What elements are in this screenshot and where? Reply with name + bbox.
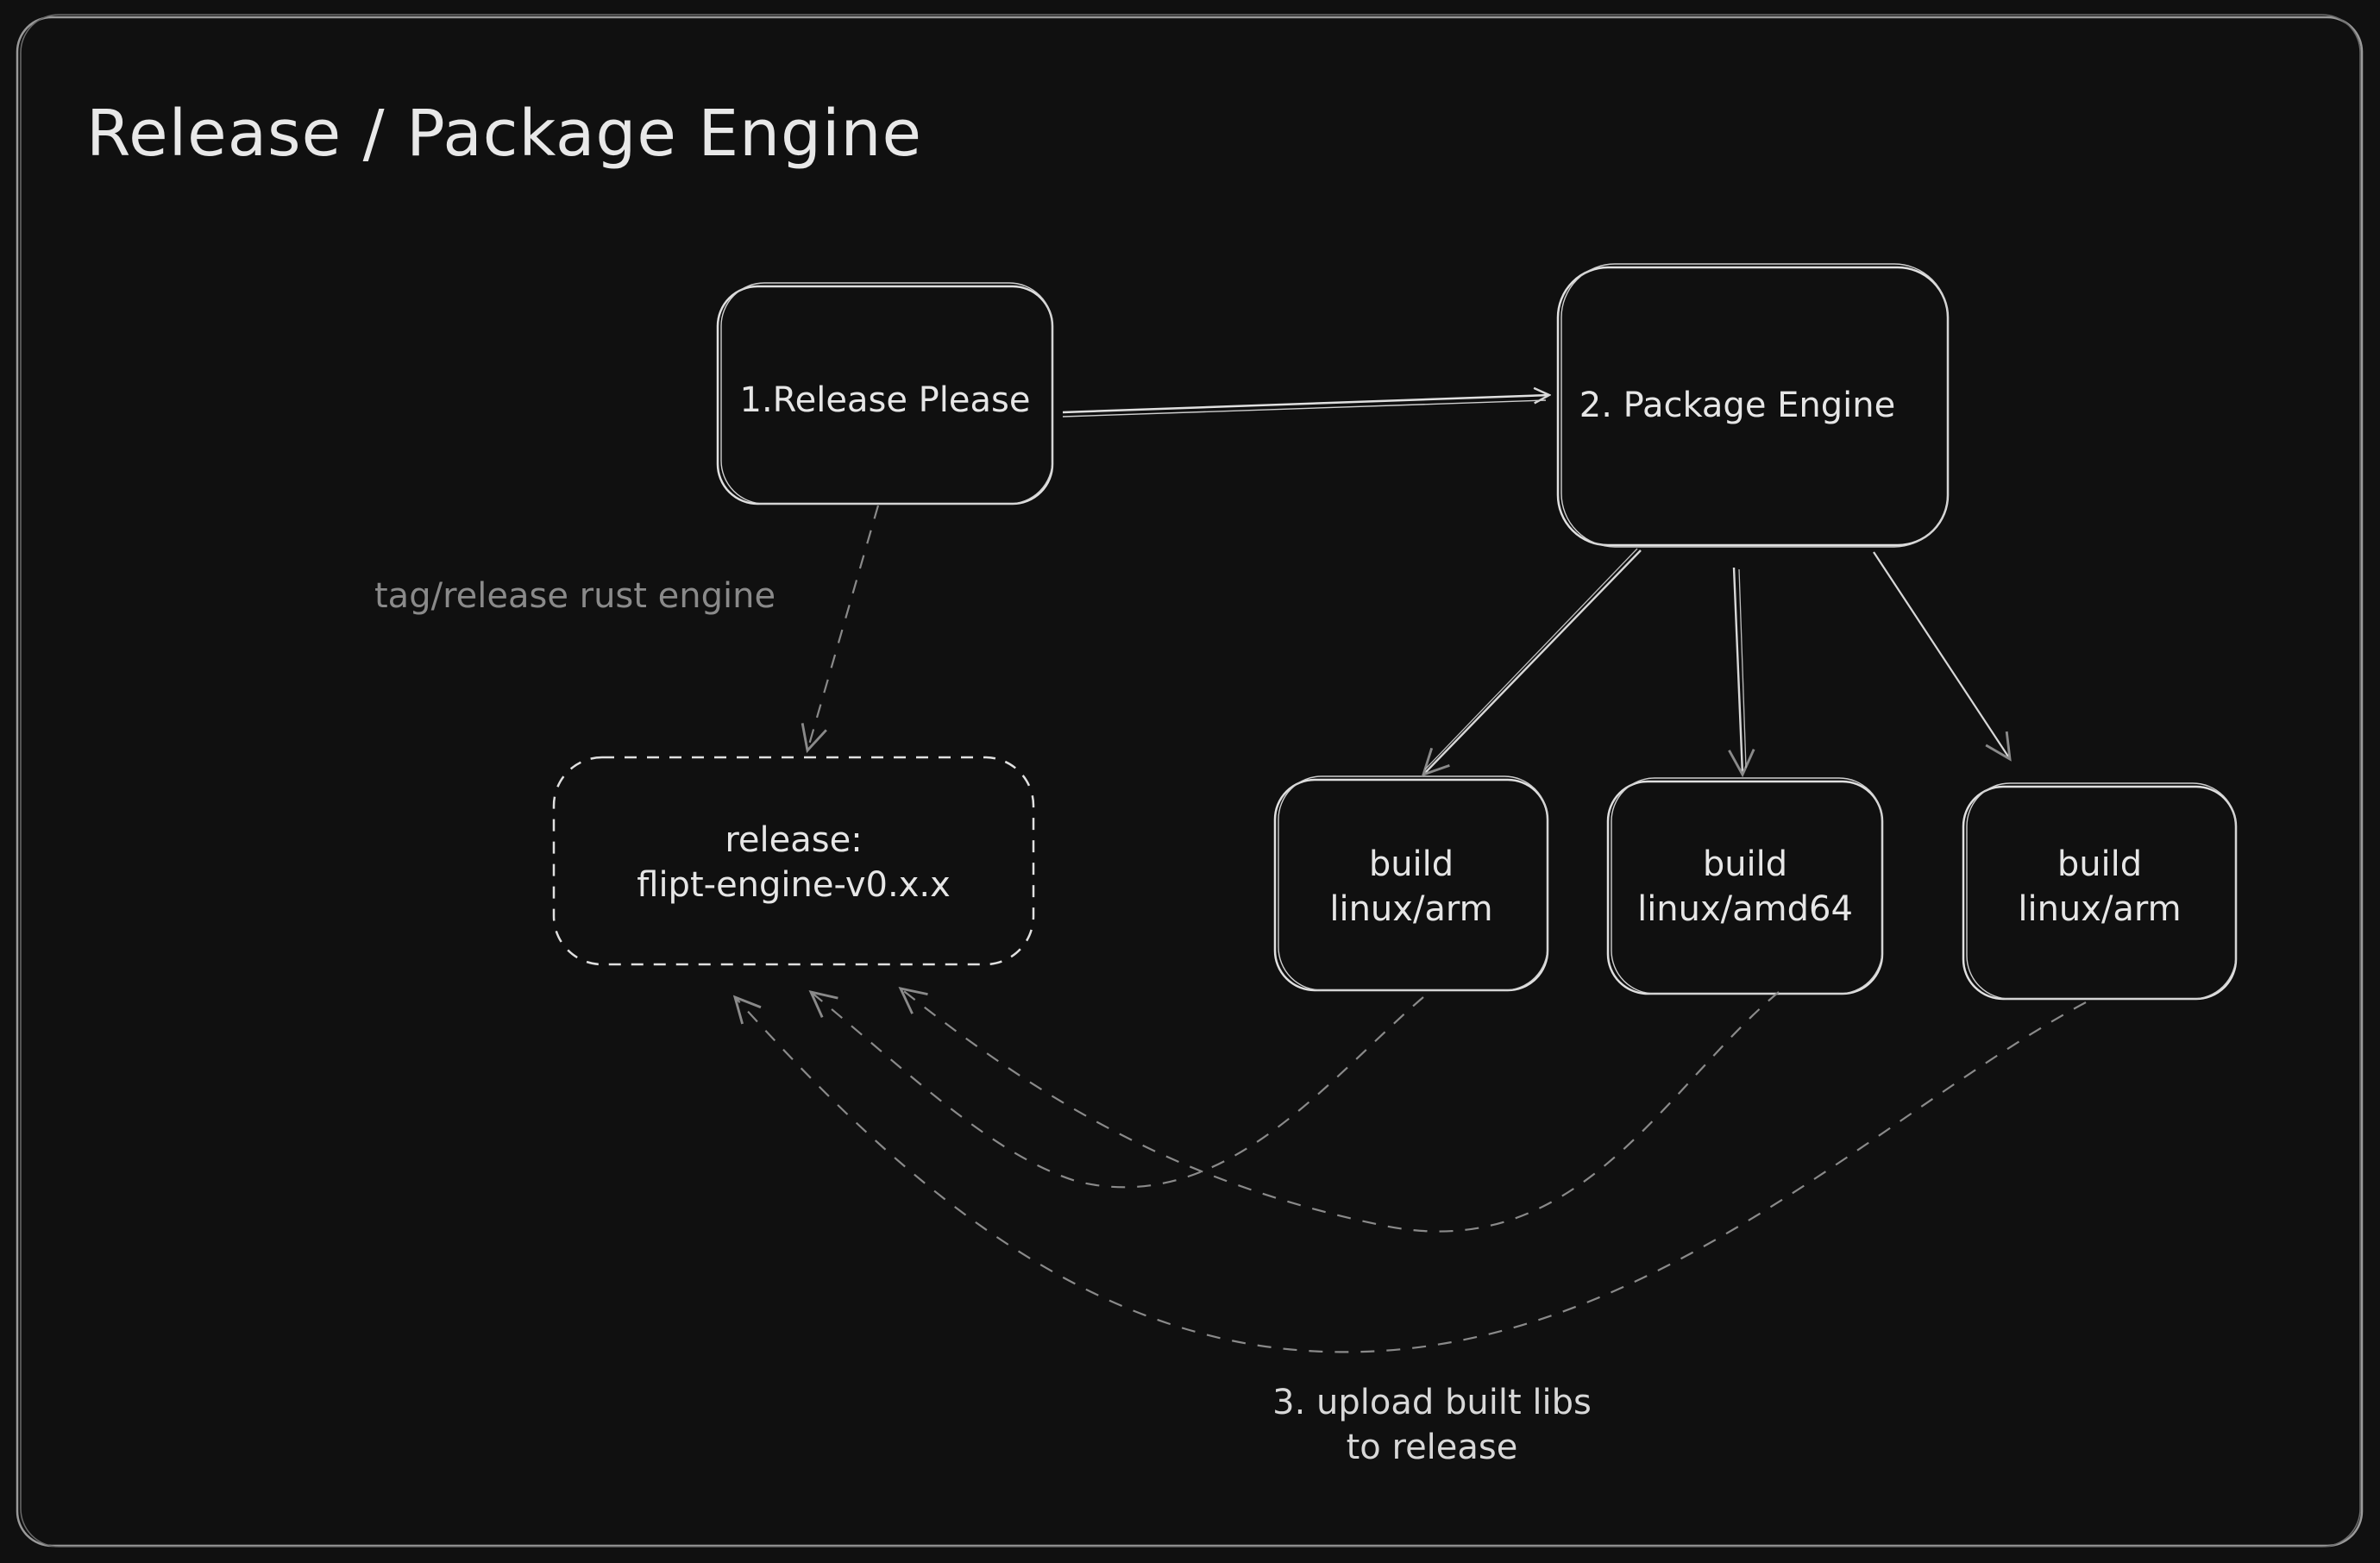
upload-note-line1: 3. upload built libs bbox=[1272, 1383, 1592, 1422]
upload-note: 3. upload built libs to release bbox=[1242, 1380, 1622, 1470]
build-amd64-box-sketch bbox=[1611, 777, 1883, 995]
package-engine-text: 2. Package Engine bbox=[1579, 386, 1896, 425]
outer-frame-sketch bbox=[20, 14, 2361, 1547]
arrow-release-to-package bbox=[1062, 395, 1549, 414]
upload-arrow-build-arm-2 bbox=[732, 995, 2087, 1353]
upload-arrow-build-amd64 bbox=[898, 986, 1780, 1233]
upload-arrow-build-arm-1 bbox=[808, 989, 1424, 1189]
release-label-line1: release: bbox=[725, 820, 863, 860]
build-amd64-line2: linux/amd64 bbox=[1637, 889, 1853, 929]
package-engine-label: 2. Package Engine bbox=[1558, 383, 1917, 428]
build-arm-2-line2: linux/arm bbox=[2018, 889, 2182, 929]
build-arm-1-line2: linux/arm bbox=[1329, 889, 1493, 929]
arrow-tag-release bbox=[801, 505, 880, 754]
upload-note-line2: to release bbox=[1346, 1428, 1518, 1467]
release-please-label: 1.Release Please bbox=[718, 378, 1052, 423]
build-arm-box-2-sketch bbox=[1966, 782, 2237, 1000]
arrow-package-to-build-arm-1-sketch bbox=[1424, 548, 1638, 770]
tag-release-edge-label: tag/release rust engine bbox=[374, 576, 776, 616]
release-box[interactable] bbox=[552, 756, 1035, 966]
build-amd64-label: build linux/amd64 bbox=[1608, 842, 1882, 932]
build-arm-1-label: build linux/arm bbox=[1275, 842, 1548, 932]
build-arm-2-line1: build bbox=[2057, 844, 2143, 884]
diagram-title: Release / Package Engine bbox=[86, 97, 922, 171]
arrow-release-to-package-sketch bbox=[1062, 399, 1547, 417]
release-please-box-sketch bbox=[720, 282, 1053, 505]
build-arm-1-line1: build bbox=[1368, 844, 1454, 884]
release-label: release: flipt-engine-v0.x.x bbox=[554, 818, 1033, 907]
arrow-package-to-build-arm-2 bbox=[1873, 551, 2012, 762]
arrow-package-to-build-arm-1 bbox=[1421, 549, 1642, 777]
package-engine-box-sketch bbox=[1561, 263, 1949, 548]
arrow-package-to-build-amd64-sketch bbox=[1738, 568, 1747, 769]
release-please-text: 1.Release Please bbox=[739, 380, 1031, 420]
build-arm-2-label: build linux/arm bbox=[1963, 842, 2236, 932]
arrow-package-to-build-amd64 bbox=[1728, 567, 1755, 778]
build-arm-box-1-sketch bbox=[1278, 775, 1548, 991]
build-amd64-line1: build bbox=[1702, 844, 1788, 884]
release-label-line2: flipt-engine-v0.x.x bbox=[637, 865, 951, 905]
outer-frame bbox=[16, 16, 2364, 1547]
